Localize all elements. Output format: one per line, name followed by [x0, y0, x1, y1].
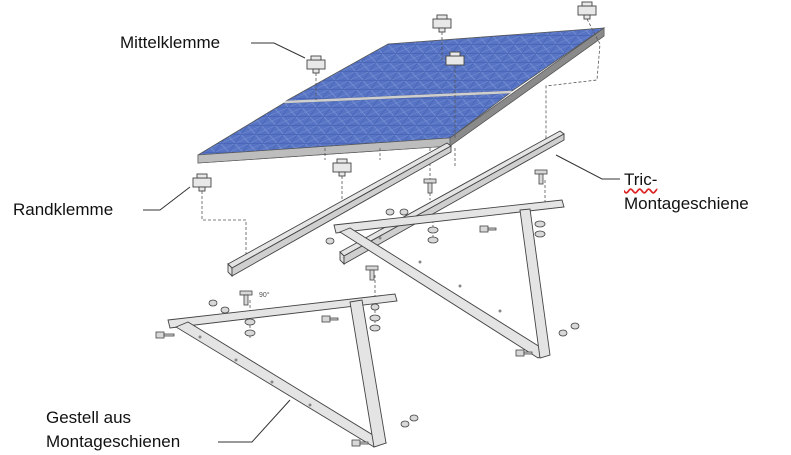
front-frame — [167, 293, 398, 448]
rear-frame — [333, 199, 565, 359]
t-bolt-icon — [365, 265, 379, 281]
label-tric-line1: Tric- — [624, 170, 657, 190]
t-bolt-icon — [534, 169, 548, 185]
edge-clamp-2-icon — [332, 158, 352, 177]
t-bolt-icon — [239, 290, 253, 306]
leader-tric — [555, 154, 620, 180]
tric-rail-left — [227, 142, 452, 278]
t-bolt-icon — [423, 178, 437, 194]
label-tric-text: Tric- — [624, 170, 658, 189]
top-right-clamp-icon — [577, 1, 597, 20]
rear-frame-diagonal — [339, 227, 549, 359]
rear-frame-top-rail — [333, 199, 565, 234]
rear-frame-leg — [519, 208, 551, 359]
front-frame-leg — [349, 299, 387, 448]
front-frame-top-rail — [167, 293, 398, 329]
hardware — [155, 169, 580, 447]
label-tric-line2: Montageschiene — [624, 194, 749, 213]
angle-label: 90° — [259, 291, 270, 299]
label-gestell-line2: Montageschienen — [46, 432, 181, 451]
label-randklemme: Randklemme — [13, 200, 114, 219]
leader-mittelklemme — [251, 42, 306, 59]
label-mittelklemme: Mittelklemme — [120, 33, 221, 52]
top-clamp-icon — [432, 14, 452, 33]
leader-randklemme — [143, 186, 191, 211]
edge-clamp-icon — [192, 173, 212, 192]
leader-lines — [143, 42, 620, 443]
leader-gestell — [218, 399, 291, 443]
solar-panel-array — [197, 27, 606, 164]
hex-bolt-icon — [155, 225, 533, 447]
middle-clamp-icon — [306, 55, 326, 74]
clamps — [192, 1, 597, 192]
label-gestell-line1: Gestell aus — [46, 408, 132, 427]
nut-icon — [208, 208, 580, 428]
front-frame-diagonal — [175, 321, 388, 448]
